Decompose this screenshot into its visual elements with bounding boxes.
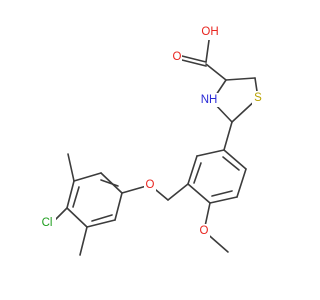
hydroxyl-label: OH — [201, 26, 218, 38]
bond — [167, 183, 189, 201]
bond — [67, 153, 75, 182]
methoxy-oxygen-label: O — [200, 225, 209, 237]
ring-nitrogen-label: NH — [201, 94, 218, 106]
bond — [223, 149, 247, 170]
bond — [223, 121, 233, 151]
bond — [196, 149, 225, 157]
bond — [222, 156, 240, 171]
bond — [236, 168, 247, 198]
ether-oxygen-label: O — [146, 179, 155, 191]
bond — [72, 186, 80, 208]
bond — [187, 183, 211, 204]
bond — [209, 196, 238, 204]
bond — [211, 190, 233, 197]
bond-lines — [52, 32, 259, 256]
bond — [225, 77, 256, 81]
carbonyl-oxygen-label: O — [173, 51, 182, 63]
molecule-structure: OH O NH S O O Cl — [38, 26, 264, 256]
bond — [91, 214, 113, 222]
bond — [205, 63, 227, 81]
bond — [73, 172, 102, 182]
ring-sulfur-label: S — [254, 92, 262, 104]
chlorine-label: Cl — [42, 217, 53, 229]
bond — [100, 179, 119, 187]
bond — [193, 162, 202, 184]
bond — [114, 192, 123, 221]
bond — [66, 180, 75, 209]
bond — [181, 55, 207, 63]
atom-labels: OH O NH S O O Cl — [38, 26, 264, 238]
bond — [66, 207, 88, 228]
bond — [79, 226, 88, 256]
structure-canvas: OH O NH S O O Cl — [38, 26, 264, 256]
bond — [187, 155, 198, 185]
bond — [181, 59, 207, 67]
bond — [86, 219, 116, 228]
